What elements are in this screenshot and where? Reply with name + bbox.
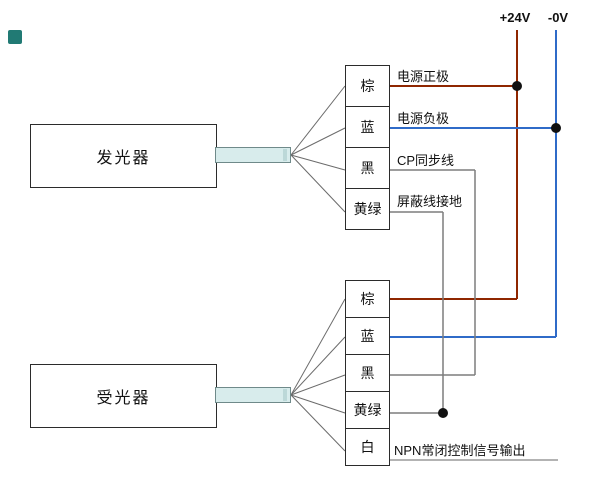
receiver-terminal-black: 黑 xyxy=(345,354,390,392)
junction-dot-shield xyxy=(438,408,448,418)
watermark-icon xyxy=(8,30,22,44)
emitter-cable-connector xyxy=(215,147,291,163)
cp-sync-wires xyxy=(390,169,476,376)
connector-cap xyxy=(283,389,287,401)
receiver-fanout-wires xyxy=(290,298,346,452)
power-negative-wires xyxy=(390,30,557,338)
fan-wire xyxy=(290,336,346,396)
fan-wire xyxy=(290,374,346,396)
fan-wire xyxy=(290,154,346,171)
fan-wire xyxy=(290,394,346,452)
power-positive-label: +24V xyxy=(499,10,531,25)
receiver-terminal-brown: 棕 xyxy=(345,280,390,318)
label-cp-sync: CP同步线 xyxy=(397,153,455,168)
receiver-terminal-white: 白 xyxy=(345,428,390,466)
receiver-terminal-yellow-green: 黄绿 xyxy=(345,391,390,429)
label-shield-ground: 屏蔽线接地 xyxy=(397,194,463,209)
emitter-label: 发光器 xyxy=(96,150,151,167)
receiver-box: 受光器 xyxy=(30,364,217,428)
emitter-terminal-brown: 棕 xyxy=(345,65,390,107)
power-positive-wires xyxy=(390,30,518,300)
receiver-label: 受光器 xyxy=(96,390,151,407)
emitter-terminal-blue: 蓝 xyxy=(345,106,390,148)
junction-dot-positive xyxy=(512,81,522,91)
receiver-cable-connector xyxy=(215,387,291,403)
junction-dot-negative xyxy=(551,123,561,133)
label-npn-output: NPN常闭控制信号输出 xyxy=(394,443,526,458)
fan-wire xyxy=(290,298,346,396)
emitter-terminal-black: 黑 xyxy=(345,147,390,189)
emitter-box: 发光器 xyxy=(30,124,217,188)
fan-wire xyxy=(290,127,346,156)
connector-cap xyxy=(283,149,287,161)
label-power-negative: 电源负极 xyxy=(397,111,450,126)
receiver-terminal-blue: 蓝 xyxy=(345,317,390,355)
emitter-terminal-yellow-green: 黄绿 xyxy=(345,188,390,230)
power-negative-label: -0V xyxy=(547,10,569,25)
fan-wire xyxy=(290,85,346,156)
fan-wire xyxy=(290,394,346,414)
fan-wire xyxy=(290,154,346,213)
shield-ground-wires xyxy=(390,211,444,414)
emitter-fanout-wires xyxy=(290,85,346,213)
label-power-positive: 电源正极 xyxy=(397,69,450,84)
